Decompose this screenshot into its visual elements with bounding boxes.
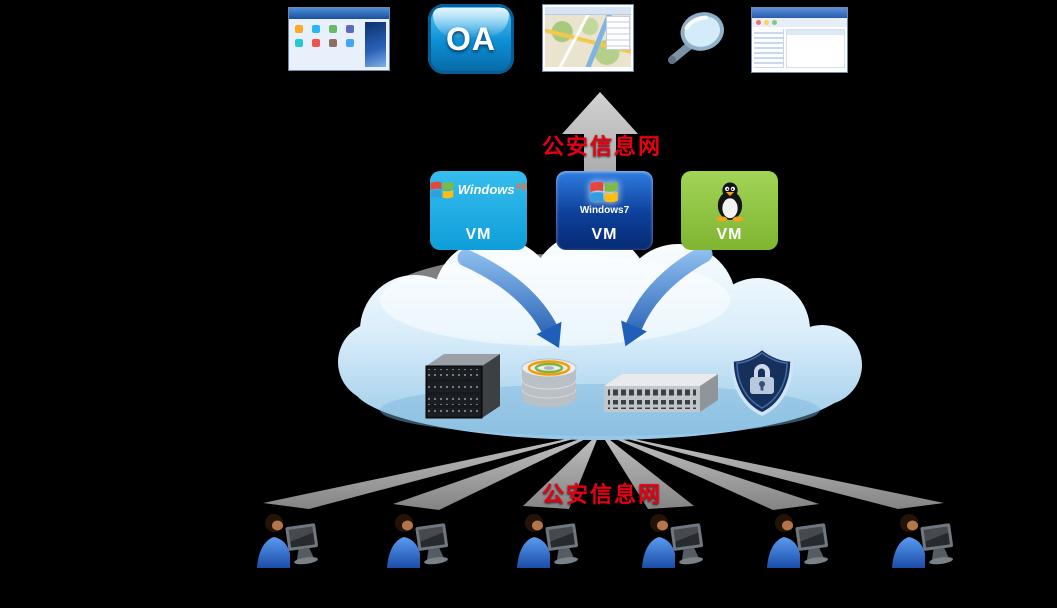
inbound-arrows <box>457 245 713 348</box>
security-shield-icon <box>730 345 794 416</box>
vm-linux: VM <box>681 171 778 250</box>
user-row <box>257 514 956 568</box>
network-label-bottom: 公安信息网 <box>541 483 662 508</box>
app-body <box>752 27 847 70</box>
linux-tux-icon <box>716 182 743 222</box>
curved-arrow-left-head <box>536 321 562 348</box>
magnifier-icon <box>668 12 725 64</box>
map-canvas <box>545 15 631 67</box>
server-rack-icon <box>425 354 500 419</box>
ray <box>263 432 600 509</box>
ray <box>600 432 694 509</box>
user-workstation-icon <box>767 514 831 568</box>
oa-label: OA <box>446 20 496 57</box>
user-workstation-icon <box>387 514 451 568</box>
app-window-icon <box>752 8 847 72</box>
vm-windows-xp: Windowsxp VM <box>430 171 527 250</box>
network-rays <box>263 432 944 510</box>
os-name: Windows <box>579 205 624 216</box>
ray <box>523 432 600 509</box>
map-side-panel <box>607 17 629 49</box>
curved-arrow-right-head <box>621 320 647 347</box>
app-photo-panel <box>365 22 386 67</box>
app-titlebar <box>289 8 389 19</box>
app-titlebar <box>752 8 847 18</box>
curved-arrow-left-icon <box>457 249 558 337</box>
network-label-top: 公安信息网 <box>541 135 662 160</box>
content-panel <box>786 29 845 68</box>
ray <box>600 432 819 510</box>
map-window-icon <box>543 5 633 71</box>
up-arrow <box>562 92 638 240</box>
vm-windows-7: Windows7 VM <box>556 171 653 250</box>
tree-panel <box>754 29 784 68</box>
curved-arrow-right-icon <box>625 245 713 335</box>
windows-flag-icon <box>590 181 619 203</box>
app-icon-grid <box>289 19 362 70</box>
ray <box>393 432 600 510</box>
app-toolbar <box>752 18 847 27</box>
map-titlebar <box>545 7 631 15</box>
network-switch-icon <box>604 374 718 412</box>
vm-label: VM <box>465 226 492 243</box>
windows-flag-icon <box>430 181 453 199</box>
vm-label: VM <box>716 226 743 243</box>
os-version: xp <box>515 181 528 192</box>
app-body <box>289 19 389 70</box>
os-version: 7 <box>623 205 630 216</box>
user-workstation-icon <box>892 514 956 568</box>
os-name: Windows <box>457 182 515 197</box>
windows-xp-logo: Windowsxp <box>430 180 528 200</box>
windows-7-logo: Windows7 <box>580 180 629 216</box>
lock-icon <box>754 364 770 377</box>
user-workstation-icon <box>642 514 706 568</box>
database-icon <box>521 358 577 407</box>
user-workstation-icon <box>257 514 321 568</box>
user-workstation-icon <box>517 514 581 568</box>
vm-label: VM <box>591 226 618 243</box>
app-window-icon <box>289 8 389 70</box>
ray <box>600 432 944 509</box>
oa-icon: OA <box>428 4 514 74</box>
